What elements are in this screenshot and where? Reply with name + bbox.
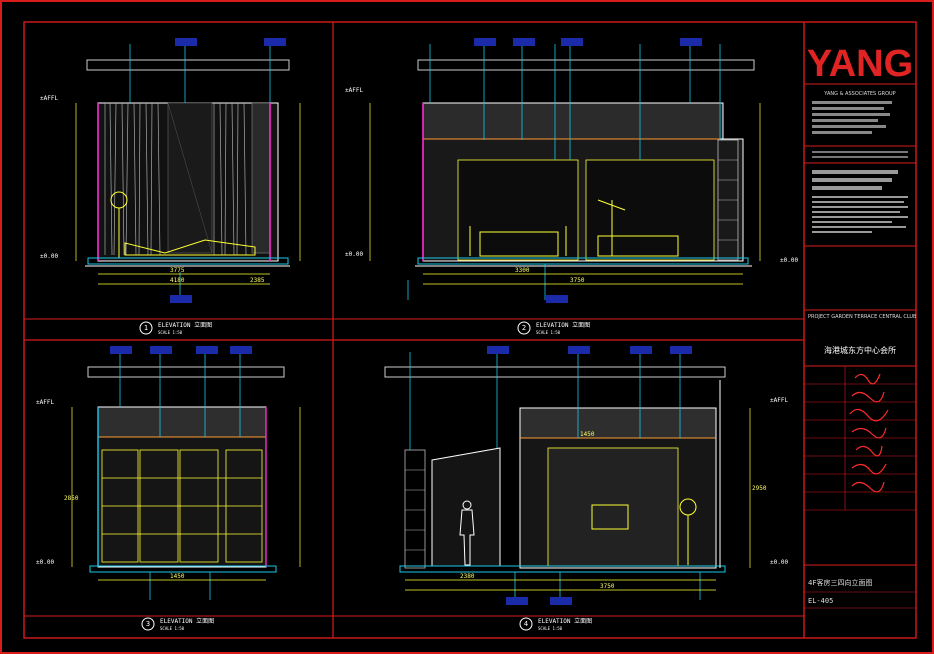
elevation-1-scale: SCALE 1:50 <box>158 330 183 335</box>
dim-e4-d: 2950 <box>752 485 767 492</box>
project-name: 海港城东方中心会所 <box>824 345 896 355</box>
dim-e4-b: 3750 <box>600 583 615 590</box>
svg-text:±0.00: ±0.00 <box>36 559 54 566</box>
company-logo: YANG <box>807 43 913 85</box>
dim-e1-c: 2385 <box>250 277 265 284</box>
dim-e2-b: 3750 <box>570 277 585 284</box>
inner-frame <box>23 21 917 639</box>
dim-e3-a: 1450 <box>170 573 185 580</box>
elevation-2-label: ELEVATION 立面图 <box>536 321 590 329</box>
elevation-3-number: 3 <box>146 620 150 628</box>
elevation-4-number: 4 <box>524 620 528 628</box>
sheet-number: EL-405 <box>808 597 833 605</box>
dim-e3-b: 2850 <box>64 495 79 502</box>
dim-e2-a: 3300 <box>515 267 530 274</box>
svg-text:±AFFL: ±AFFL <box>36 399 54 406</box>
handwritten-signatures <box>849 373 889 493</box>
svg-text:±0.00: ±0.00 <box>40 253 58 260</box>
elevation-2: 3300 3750 ±AFFL ±0.00 ±0.00 2 ELEVATION … <box>345 38 798 335</box>
dim-e1-b: 4180 <box>170 277 185 284</box>
company-name: YANG & ASSOCIATES GROUP <box>823 91 895 97</box>
elevation-4: 2380 3750 1450 2950 ±AFFL ±0.00 4 ELEVAT… <box>384 346 788 631</box>
elevation-3-scale: SCALE 1:50 <box>160 626 185 631</box>
svg-text:±AFFL: ±AFFL <box>40 95 58 102</box>
elevation-4-scale: SCALE 1:50 <box>538 626 563 631</box>
elevation-1: 3775 4180 2385 ±AFFL ±0.00 1 ELEVATION 立… <box>40 38 301 335</box>
svg-text:±0.00: ±0.00 <box>780 257 798 264</box>
dim-e4-a: 2380 <box>460 573 475 580</box>
project-code: PROJECT GARDEN TERRACE CENTRAL CLUB <box>808 314 917 320</box>
elevation-1-number: 1 <box>144 324 148 332</box>
elevation-3: 1450 2850 ±AFFL ±0.00 3 ELEVATION 立面图 SC… <box>36 346 301 631</box>
elevation-1-label: ELEVATION 立面图 <box>158 321 212 329</box>
elevation-2-scale: SCALE 1:50 <box>536 330 561 335</box>
dim-e4-c: 1450 <box>580 431 595 438</box>
title-block: YANG YANG & ASSOCIATES GROUP PROJECT GAR… <box>804 43 917 609</box>
sheet-title: 4F客房三四向立面图 <box>808 578 872 587</box>
elevation-3-label: ELEVATION 立面图 <box>160 617 214 625</box>
dim-e1-a: 3775 <box>170 267 185 274</box>
elevation-4-label: ELEVATION 立面图 <box>538 617 592 625</box>
elevation-2-number: 2 <box>522 324 526 332</box>
svg-text:±0.00: ±0.00 <box>345 251 363 258</box>
svg-text:±0.00: ±0.00 <box>770 559 788 566</box>
svg-text:±AFFL: ±AFFL <box>345 87 363 94</box>
svg-text:±AFFL: ±AFFL <box>770 397 788 404</box>
